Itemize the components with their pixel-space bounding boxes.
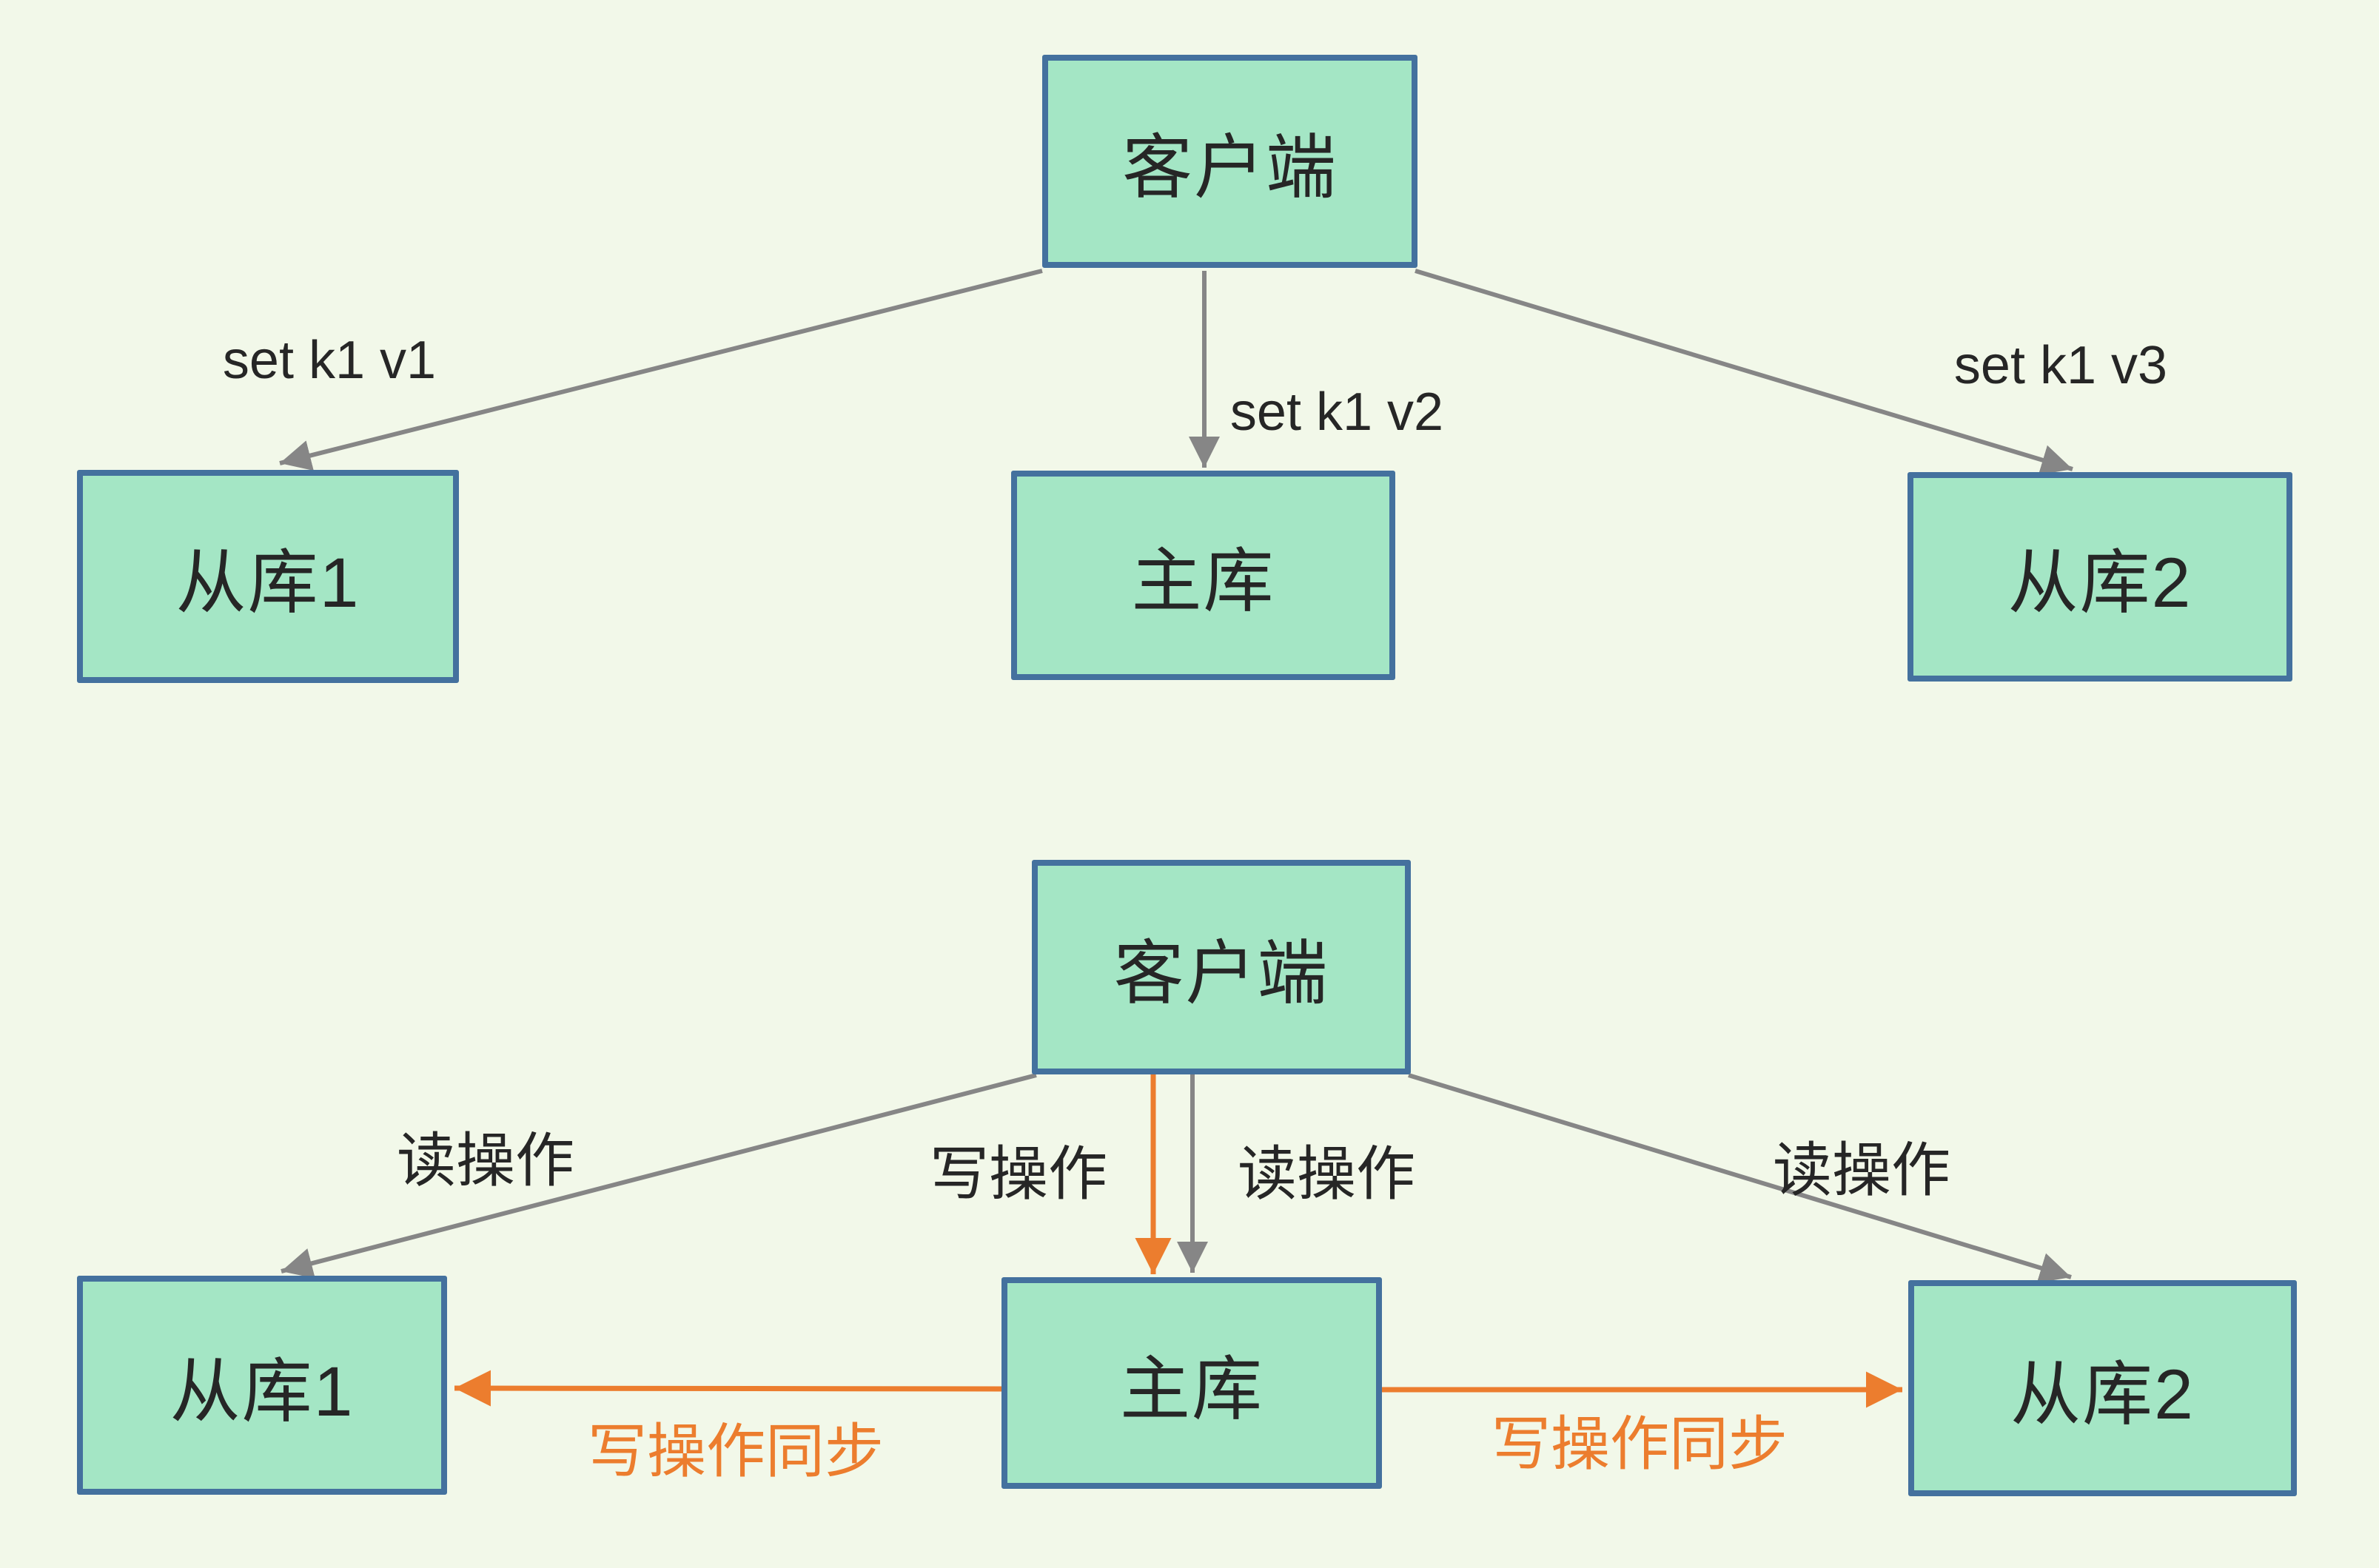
- bottom-slave2-label: 从库2: [2010, 1355, 2195, 1434]
- bottom-edge-label-read-master: 读操作: [1238, 1141, 1415, 1207]
- top-slave1-node: 从库1: [77, 470, 459, 683]
- bottom-master-label: 主库: [1119, 1350, 1264, 1429]
- top-client-node: 客户端: [1042, 55, 1417, 268]
- bottom-slave1-label: 从库1: [170, 1352, 355, 1431]
- bottom-edge-label-read-slave2: 读操作: [1773, 1137, 1950, 1203]
- bottom-edge-label-sync-slave1: 写操作同步: [588, 1419, 884, 1484]
- edge-bottom-client-read-slave2: [1408, 1073, 2072, 1283]
- bottom-edge-label-read-slave1: 读操作: [397, 1128, 574, 1194]
- top-master-label: 主库: [1131, 542, 1275, 621]
- top-edge-label-set-k1-v3: set k1 v3: [1953, 336, 2168, 395]
- top-slave2-label: 从库2: [2007, 544, 2192, 622]
- top-slave1-label: 从库1: [175, 543, 360, 622]
- edge-bottom-client-read-slave1: [281, 1073, 1037, 1279]
- bottom-master-node: 主库: [1001, 1277, 1382, 1489]
- edge-master-sync-slave1: [454, 1370, 1002, 1407]
- top-master-node: 主库: [1011, 471, 1395, 680]
- bottom-edge-label-write-master: 写操作: [930, 1141, 1107, 1207]
- bottom-client-label: 客户端: [1113, 934, 1329, 1013]
- edge-top-client-to-slave1: [279, 269, 1043, 471]
- bottom-client-node: 客户端: [1032, 860, 1411, 1074]
- top-edge-label-set-k1-v2: set k1 v2: [1229, 383, 1444, 442]
- edge-top-client-to-slave2: [1415, 269, 2073, 475]
- top-client-label: 客户端: [1121, 128, 1338, 207]
- bottom-edge-label-sync-slave2: 写操作同步: [1492, 1411, 1788, 1477]
- top-edge-label-set-k1-v1: set k1 v1: [222, 331, 437, 390]
- bottom-slave1-node: 从库1: [77, 1276, 447, 1495]
- top-slave2-node: 从库2: [1907, 472, 2292, 682]
- bottom-slave2-node: 从库2: [1908, 1280, 2297, 1496]
